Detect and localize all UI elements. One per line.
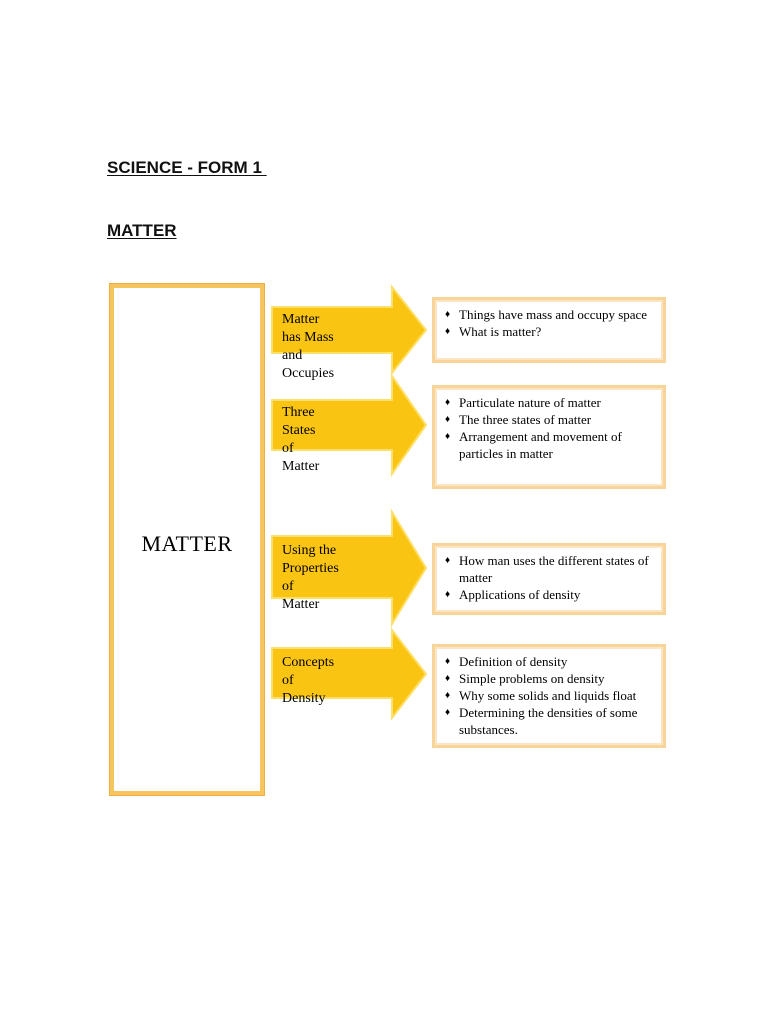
list-item: Definition of density — [445, 653, 663, 670]
detail-box-mass-and-space: Things have mass and occupy space What i… — [432, 297, 666, 363]
list-item: Applications of density — [445, 586, 663, 603]
detail-list: Particulate nature of matter The three s… — [435, 388, 663, 462]
list-item: Why some solids and liquids float — [445, 687, 663, 704]
list-item: substances. — [459, 722, 518, 737]
list-item: How man uses the different states of — [445, 552, 663, 569]
main-topic-box: MATTER — [109, 283, 265, 796]
list-item: The three states of matter — [445, 411, 663, 428]
arrow-shape — [271, 284, 428, 376]
list-item: Arrangement and movement of — [445, 428, 663, 445]
main-topic-label: MATTER — [141, 531, 233, 556]
list-item: What is matter? — [445, 323, 663, 340]
arrow-shape — [271, 372, 428, 478]
detail-box-density-concepts: Definition of density Simple problems on… — [432, 644, 666, 748]
detail-list: How man uses the different states of mat… — [435, 546, 663, 603]
arrow-label: Concepts of Density — [282, 655, 335, 706]
arrow-label: Three States of Matter — [282, 405, 320, 474]
list-item: matter — [459, 570, 493, 585]
list-item: Things have mass and occupy space — [445, 306, 663, 323]
arrow-shape — [271, 508, 428, 628]
list-item: Particulate nature of matter — [445, 394, 663, 411]
course-heading: SCIENCE - FORM 1 — [107, 158, 267, 177]
arrow-label: Matter has Mass and Occupies — [282, 312, 335, 381]
detail-box-using-properties: How man uses the different states of mat… — [432, 543, 666, 615]
list-item: Simple problems on density — [445, 670, 663, 687]
arrow-label: Using the Properties of Matter — [282, 543, 339, 612]
detail-list: Things have mass and occupy space What i… — [435, 300, 663, 340]
list-item: particles in matter — [459, 446, 553, 461]
arrow-shape — [271, 627, 428, 721]
list-item: Determining the densities of some — [445, 704, 663, 721]
detail-list: Definition of density Simple problems on… — [435, 647, 663, 738]
topic-heading: MATTER — [107, 221, 177, 240]
detail-box-three-states: Particulate nature of matter The three s… — [432, 385, 666, 489]
